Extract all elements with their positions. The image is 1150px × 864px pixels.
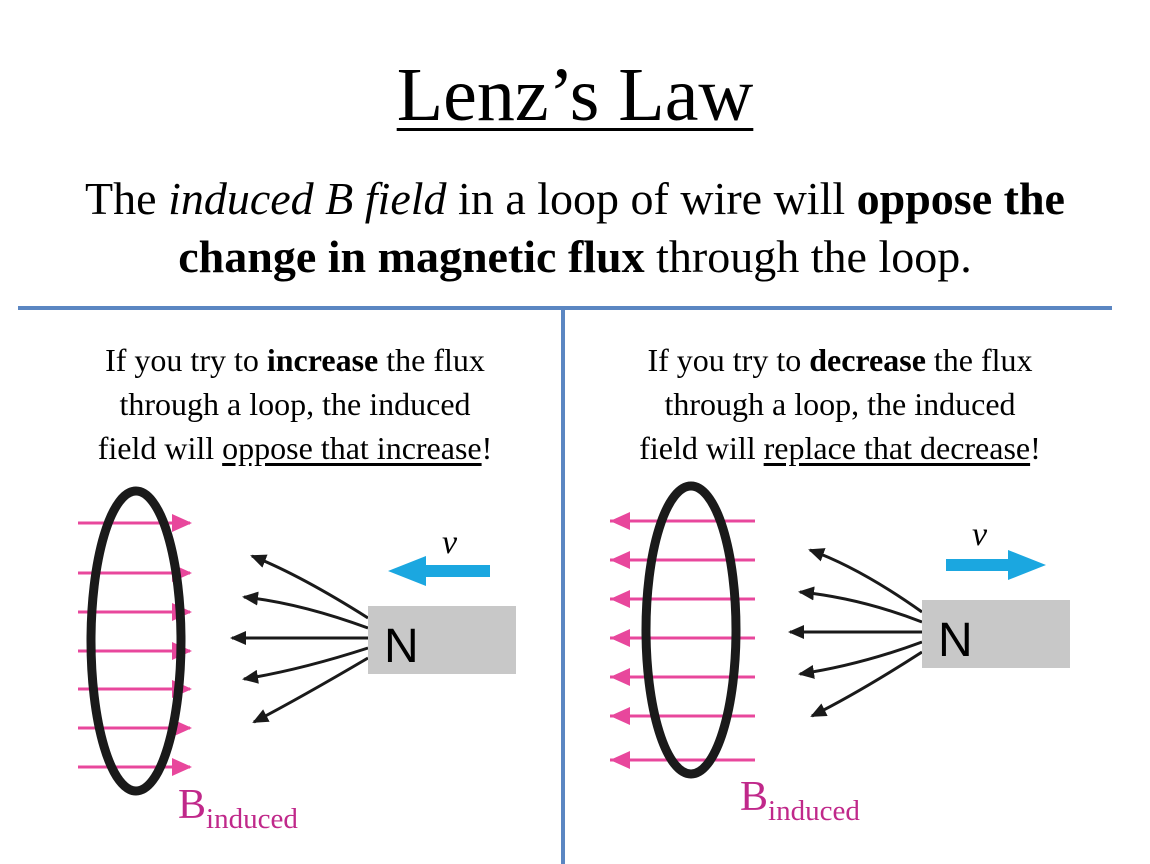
induced-field-arrowhead xyxy=(610,707,630,725)
bar-magnet xyxy=(922,600,1070,668)
field-line xyxy=(798,586,923,624)
b-induced-label: Binduced xyxy=(740,774,860,827)
velocity-label: v xyxy=(442,524,458,561)
wire-loop xyxy=(641,481,741,779)
field-line xyxy=(250,554,369,620)
velocity-arrow xyxy=(388,556,490,586)
bar-magnet xyxy=(368,606,516,674)
induced-field-arrowhead xyxy=(172,514,192,532)
magnet-pole-label: N xyxy=(384,620,419,673)
wire-loop xyxy=(86,486,186,796)
magnet-field-lines xyxy=(230,554,369,724)
induced-field-arrowhead xyxy=(610,590,630,608)
horizontal-divider xyxy=(18,306,1112,310)
slide-title: Lenz’s Law xyxy=(396,53,754,137)
increase-caption: If you try to increase the flux through … xyxy=(97,342,493,466)
induced-field-arrowhead xyxy=(610,512,630,530)
decrease-flux-diagram: N v Binduced xyxy=(610,481,1070,827)
vertical-divider xyxy=(561,310,565,864)
field-line xyxy=(798,640,923,679)
velocity-arrow xyxy=(946,550,1046,580)
law-statement: The induced B field in a loop of wire wi… xyxy=(85,173,1065,282)
field-line xyxy=(810,650,923,718)
increase-flux-diagram: N v Binduced xyxy=(78,486,516,835)
induced-field-arrowhead xyxy=(610,629,630,647)
field-line xyxy=(808,548,923,614)
magnet-pole-label: N xyxy=(938,614,973,667)
field-line xyxy=(252,656,369,724)
b-induced-label: Binduced xyxy=(178,782,298,835)
velocity-label: v xyxy=(972,516,988,553)
induced-field-arrowhead xyxy=(610,751,630,769)
magnet-field-lines xyxy=(788,548,923,718)
decrease-caption: If you try to decrease the flux through … xyxy=(639,342,1041,466)
induced-field-arrowhead xyxy=(610,551,630,569)
induced-field-arrowhead xyxy=(610,668,630,686)
induced-field-arrowhead xyxy=(172,758,192,776)
field-line xyxy=(242,646,369,684)
field-line xyxy=(242,591,369,630)
